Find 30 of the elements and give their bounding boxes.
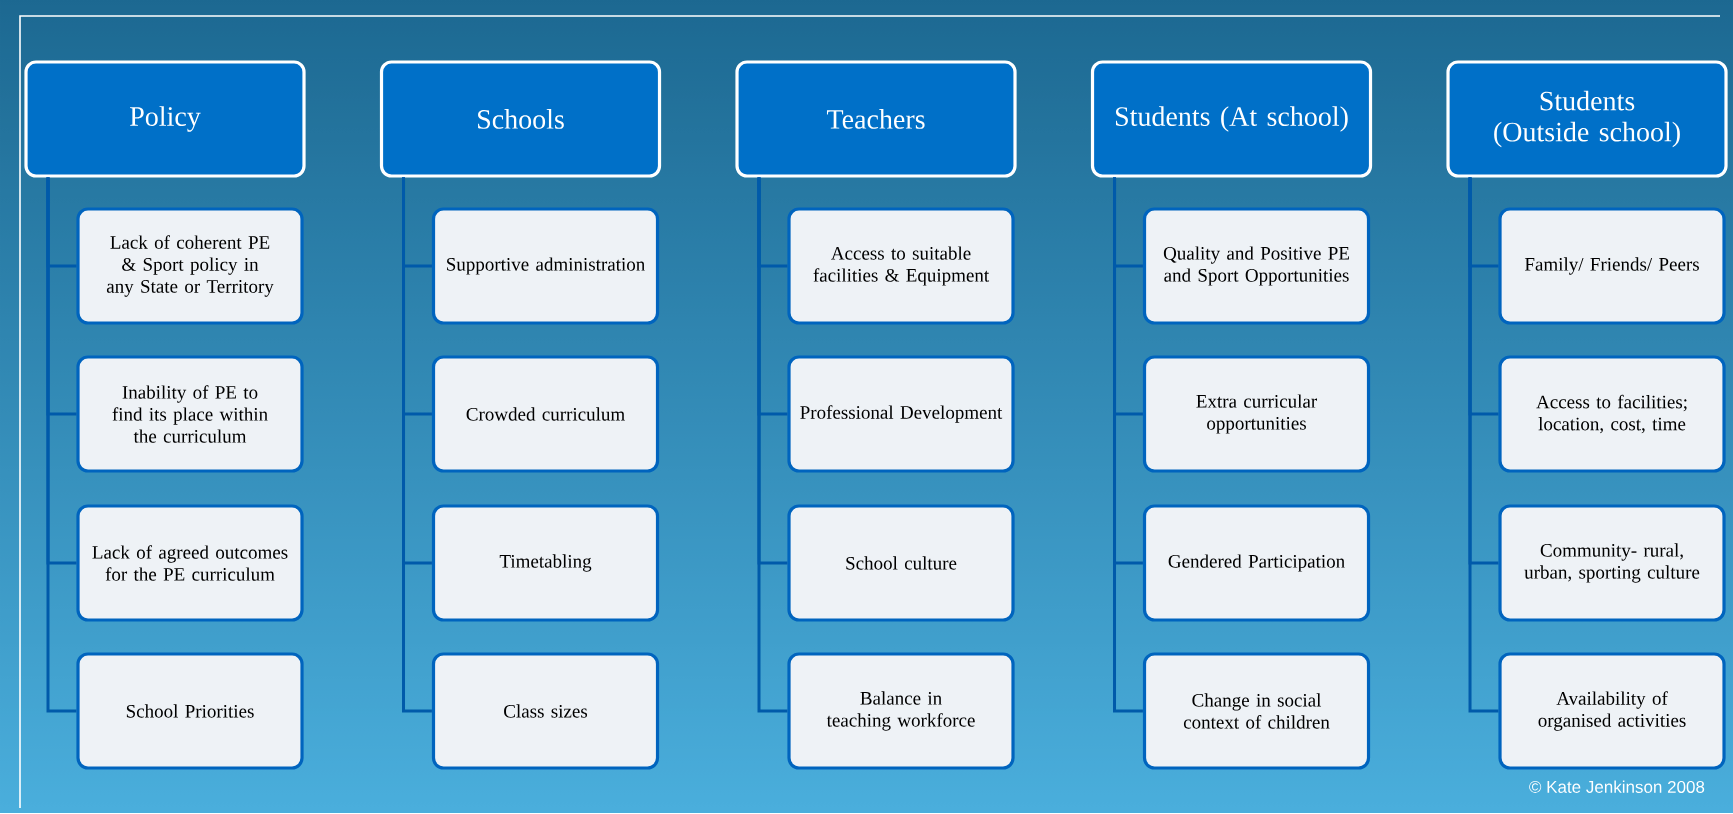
item-box: Crowded curriculum	[431, 355, 660, 473]
item-box: Timetabling	[431, 504, 660, 622]
item-box: Quality and Positive PE and Sport Opportunities	[1142, 207, 1371, 325]
item-box: Inability of PE to find its place within the curriculum	[76, 355, 304, 473]
item-box: Gendered Participation	[1142, 504, 1371, 622]
header-box: Students (Outside school)	[1446, 60, 1728, 178]
item-box: Community- rural, urban, sporting culture	[1498, 504, 1726, 622]
item-box: Class sizes	[431, 652, 660, 770]
item-box: School culture	[787, 504, 1015, 622]
connector	[757, 177, 788, 713]
header-box: Policy	[24, 60, 306, 178]
connector	[1468, 177, 1499, 713]
header-box: Students (At school)	[1090, 60, 1373, 178]
connector	[1113, 177, 1143, 713]
item-box: Lack of agreed outcomes for the PE curriculum	[76, 504, 304, 622]
header-box: Teachers	[735, 60, 1017, 178]
item-box: Balance in teaching workforce	[787, 652, 1015, 770]
item-box: School Priorities	[76, 652, 304, 770]
item-box: Family/ Friends/ Peers	[1498, 207, 1726, 325]
item-box: Extra curricular opportunities	[1142, 355, 1371, 473]
item-box: Supportive administration	[431, 207, 660, 325]
item-box: Professional Development	[787, 355, 1015, 473]
item-box: Lack of coherent PE & Sport policy in any State or Territory	[76, 207, 304, 325]
connector	[46, 177, 77, 713]
item-box: Access to suitable facilities & Equipment	[787, 207, 1015, 325]
header-box: Schools	[379, 60, 662, 178]
item-box: Access to facilities; location, cost, time	[1498, 355, 1726, 473]
connector	[402, 177, 432, 713]
item-box: Availability of organised activities	[1498, 652, 1726, 770]
item-box: Change in social context of children	[1142, 652, 1371, 770]
